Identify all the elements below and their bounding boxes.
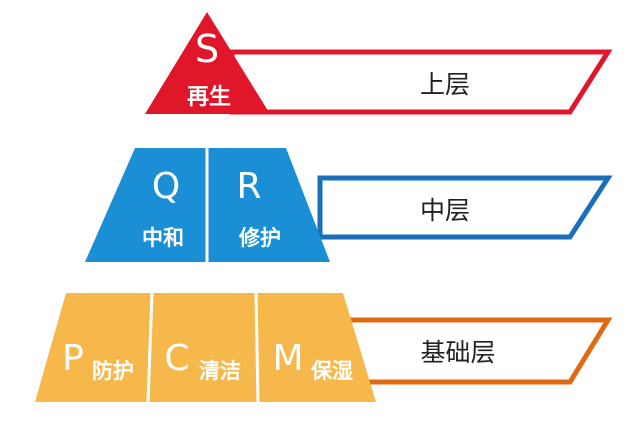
- base-cell-letter: M: [272, 338, 303, 379]
- base-cell-word: 防护: [92, 359, 134, 383]
- base-cell-letter: P: [62, 338, 84, 379]
- top-triangle: [145, 12, 270, 114]
- top-layer-label: 上层: [420, 70, 470, 99]
- middle-right-word: 修护: [238, 226, 281, 250]
- middle-left-letter: Q: [152, 166, 180, 207]
- top-word: 再生: [187, 85, 231, 110]
- middle-right-letter: R: [236, 166, 261, 207]
- base-divider-2: [254, 292, 260, 403]
- middle-layer-label: 中层: [420, 196, 470, 225]
- base-trapezoid: [35, 293, 376, 402]
- base-layer-label: 基础层: [420, 338, 495, 367]
- base-divider-1: [146, 292, 154, 403]
- middle-left-word: 中和: [142, 226, 184, 250]
- top-letter: S: [195, 27, 219, 71]
- base-cell-word: 保湿: [310, 359, 353, 383]
- middle-label-banner: [317, 175, 613, 240]
- base-cell-word: 清洁: [199, 359, 241, 383]
- base-cell-letter: C: [164, 338, 189, 379]
